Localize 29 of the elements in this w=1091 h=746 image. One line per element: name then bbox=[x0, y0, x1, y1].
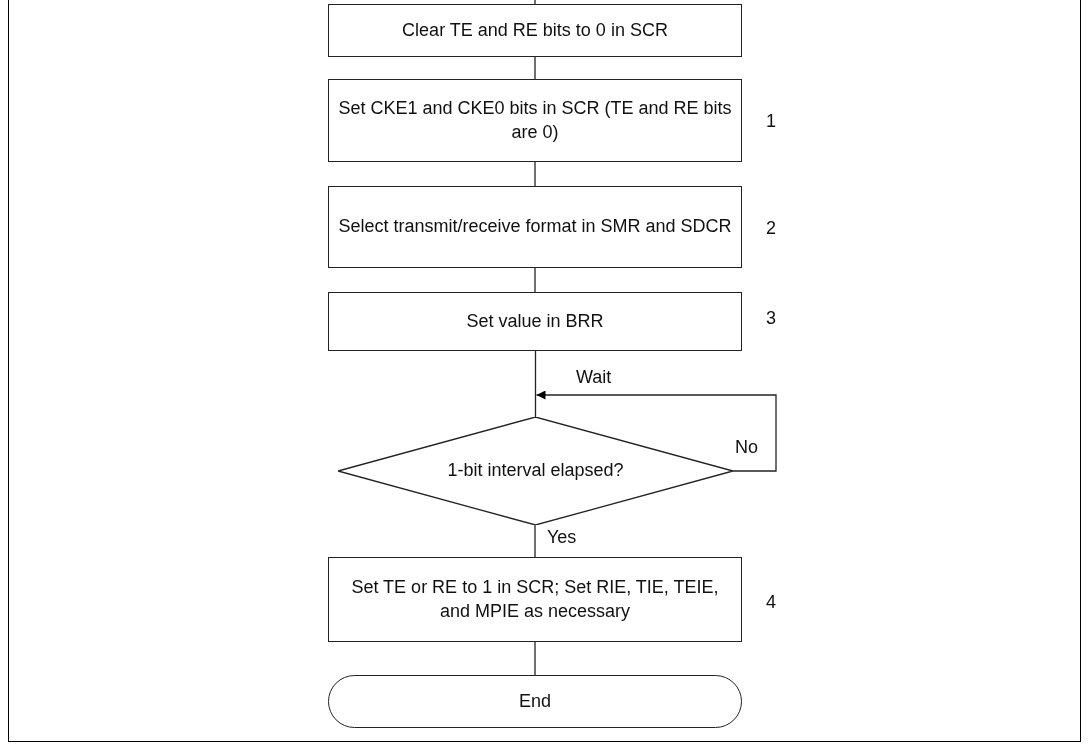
connector-line bbox=[535, 390, 777, 472]
node-text: End bbox=[519, 689, 551, 713]
connector-line bbox=[534, 56, 536, 80]
edge-label: No bbox=[735, 437, 758, 458]
process-box bbox=[328, 4, 742, 57]
node-text: Set TE or RE to 1 in SCR; Set RIE, TIE, TEIE, and MPIE as necessary bbox=[350, 576, 720, 623]
terminal-box bbox=[328, 675, 742, 728]
connector-line bbox=[534, 161, 536, 187]
node-text: Select transmit/receive format in SMR and SDCR bbox=[338, 215, 732, 239]
process-box bbox=[328, 557, 742, 642]
step-label: Wait bbox=[576, 367, 612, 388]
process-box bbox=[328, 186, 742, 268]
node-text: Set value in BRR bbox=[466, 309, 604, 333]
step-label: 1 bbox=[766, 111, 776, 132]
process-box bbox=[328, 292, 742, 351]
connector-line bbox=[534, 267, 536, 293]
decision-diamond bbox=[338, 417, 733, 525]
edge-label: Yes bbox=[547, 527, 577, 548]
process-box bbox=[328, 79, 742, 162]
connector-line bbox=[534, 641, 536, 676]
step-label: 3 bbox=[766, 308, 776, 329]
connector-line bbox=[534, 524, 536, 558]
node-text: Clear TE and RE bits to 0 in SCR bbox=[402, 18, 668, 42]
connector-line bbox=[534, 350, 537, 418]
step-label: 2 bbox=[766, 218, 776, 239]
node-text: Set CKE1 and CKE0 bits in SCR (TE and RE bits are 0) bbox=[337, 97, 733, 144]
connector-line bbox=[534, 0, 536, 5]
step-label: 4 bbox=[766, 592, 776, 613]
node-text: 1-bit interval elapsed? bbox=[447, 459, 624, 483]
